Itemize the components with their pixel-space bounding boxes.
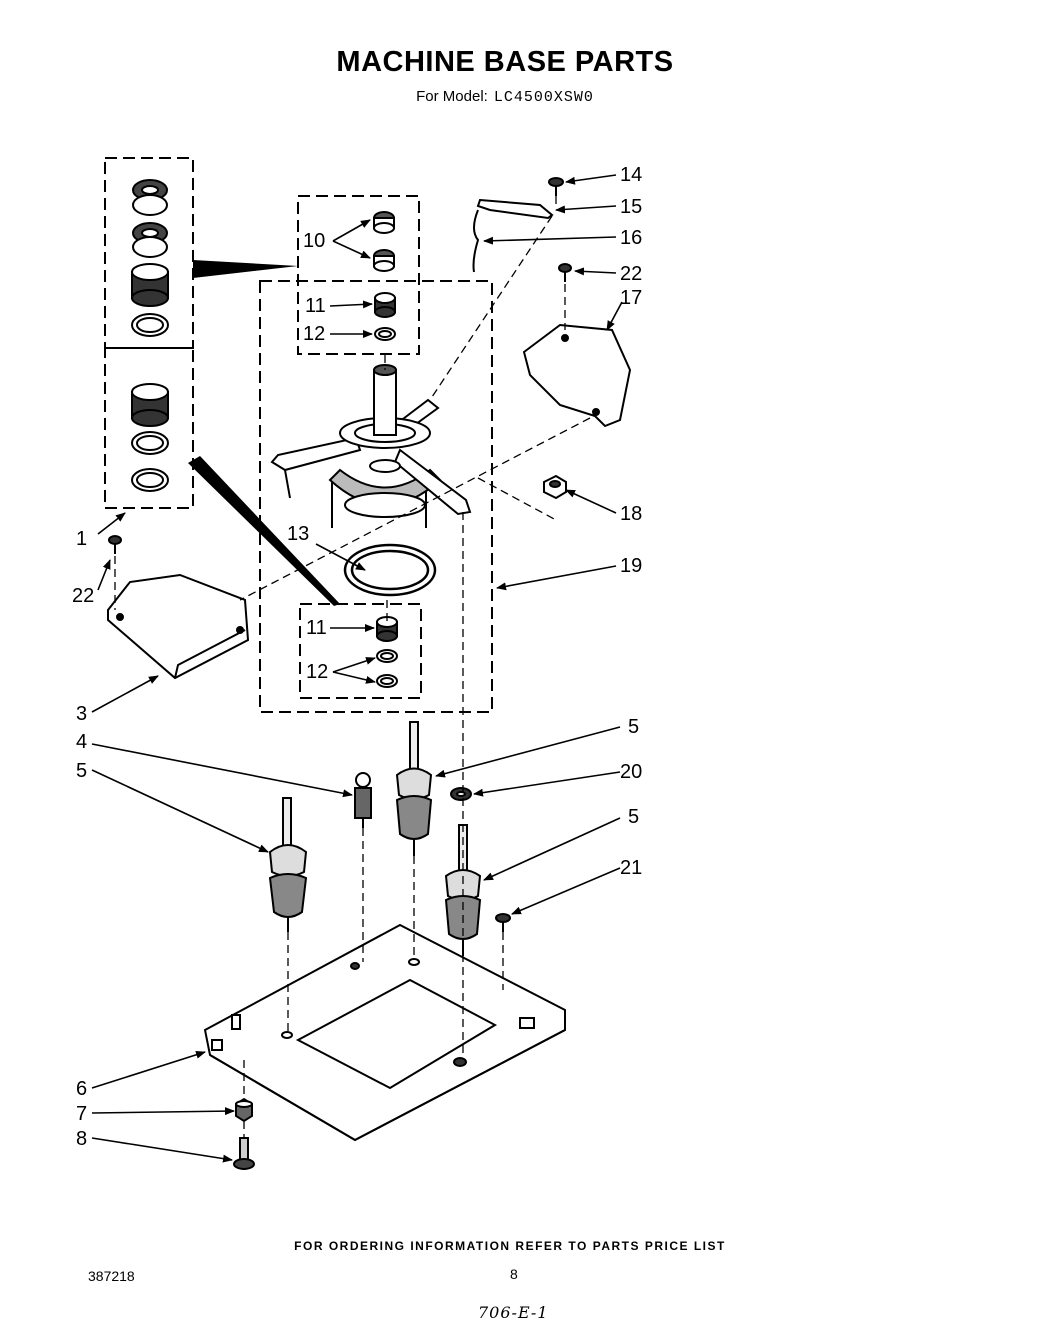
callout-10: 10 <box>303 230 325 252</box>
base-plate-side <box>209 1029 566 1142</box>
suspension-leg-center <box>395 721 433 856</box>
ring-icon <box>131 468 169 492</box>
spring-hook-icon <box>472 209 480 273</box>
document-number: 387218 <box>88 1268 135 1284</box>
callout-labels: 1 3 4 5 5 5 6 7 8 10 11 12 11 12 13 14 1… <box>72 164 642 1150</box>
nut-icon <box>543 474 567 500</box>
agitator-shaft <box>373 369 397 436</box>
gasket-ring <box>343 543 437 597</box>
shield-panel-icon <box>522 323 632 428</box>
kit-pointer-lower <box>188 456 340 606</box>
bearing-icon <box>131 383 169 427</box>
bearing-icon <box>131 263 169 307</box>
callout-14: 14 <box>620 164 642 186</box>
gearcase-assembly <box>270 364 472 528</box>
callout-20: 20 <box>620 761 642 783</box>
callout-15: 15 <box>620 196 642 218</box>
machine-base <box>203 923 566 1142</box>
callout-22: 22 <box>72 585 94 607</box>
group-boxes <box>104 157 493 713</box>
ring-icon <box>374 327 396 341</box>
callout-19: 19 <box>620 555 642 577</box>
ring-icon <box>376 649 398 663</box>
screw-icon <box>495 913 511 932</box>
page-number: 8 <box>510 1266 518 1282</box>
callout-22: 22 <box>620 263 642 285</box>
ring-icon <box>131 431 169 455</box>
screw-icon <box>108 535 122 554</box>
top-right-parts <box>472 177 632 500</box>
bearing-parts-top <box>373 211 396 341</box>
handwritten-note: 706-E-1 <box>478 1303 549 1322</box>
base-plate-opening <box>295 978 498 1090</box>
callout-8: 8 <box>76 1128 87 1150</box>
callout-5: 5 <box>76 760 87 782</box>
callout-18: 18 <box>620 503 642 525</box>
model-line: For Model: LC4500XSW0 <box>0 88 1010 106</box>
callout-11: 11 <box>305 295 326 317</box>
screw-icon <box>548 177 564 196</box>
ordering-note: FOR ORDERING INFORMATION REFER TO PARTS … <box>294 1239 726 1253</box>
callout-12: 12 <box>306 661 328 683</box>
model-number: LC4500XSW0 <box>493 89 594 106</box>
suspension-parts <box>268 721 511 956</box>
kit-pointer-upper <box>193 260 298 278</box>
gearcase-base-ring <box>344 492 426 518</box>
callout-6: 6 <box>76 1078 87 1100</box>
washer-icon <box>450 787 472 801</box>
spring-icon <box>354 772 372 828</box>
callout-21: 21 <box>620 857 642 879</box>
callout-4: 4 <box>76 731 87 753</box>
leader-lines <box>91 174 623 1163</box>
callout-1: 1 <box>76 528 87 550</box>
bearing-box-top <box>297 195 420 355</box>
nut-icon <box>235 1097 253 1123</box>
callout-7: 7 <box>76 1103 87 1125</box>
spider-arm-right <box>393 448 472 516</box>
bearing-parts-bottom <box>376 616 398 688</box>
seal-icon <box>132 222 168 258</box>
leveling-foot-icon <box>233 1137 255 1170</box>
ring-icon <box>376 674 398 688</box>
model-label: For Model: <box>416 88 488 105</box>
ring-icon <box>131 313 169 337</box>
callout-11: 11 <box>306 617 327 639</box>
kit-box-lower <box>104 347 194 509</box>
suspension-leg-left <box>268 797 308 932</box>
callout-5: 5 <box>628 716 639 738</box>
callout-3: 3 <box>76 703 87 725</box>
screw-icon <box>558 263 572 282</box>
seal-icon <box>132 179 168 216</box>
alignment-lines <box>114 196 591 1138</box>
callout-16: 16 <box>620 227 642 249</box>
bearing-box-bottom <box>299 603 422 699</box>
gearcase-box <box>259 280 493 713</box>
hub-lower <box>369 459 401 473</box>
page-title: MACHINE BASE PARTS <box>336 46 674 78</box>
callout-17: 17 <box>620 287 642 309</box>
leveling-hardware <box>233 1097 255 1170</box>
bearing-icon <box>374 292 396 318</box>
callout-5: 5 <box>628 806 639 828</box>
seal-icon <box>373 249 395 272</box>
spider-arm-left <box>270 436 362 472</box>
left-shield-panel <box>107 573 250 680</box>
bracket-icon <box>476 198 554 220</box>
seal-icon <box>373 211 395 234</box>
callout-13: 13 <box>287 523 309 545</box>
kit-parts <box>131 179 169 492</box>
callout-12: 12 <box>303 323 325 345</box>
kit-box-upper <box>104 157 194 349</box>
